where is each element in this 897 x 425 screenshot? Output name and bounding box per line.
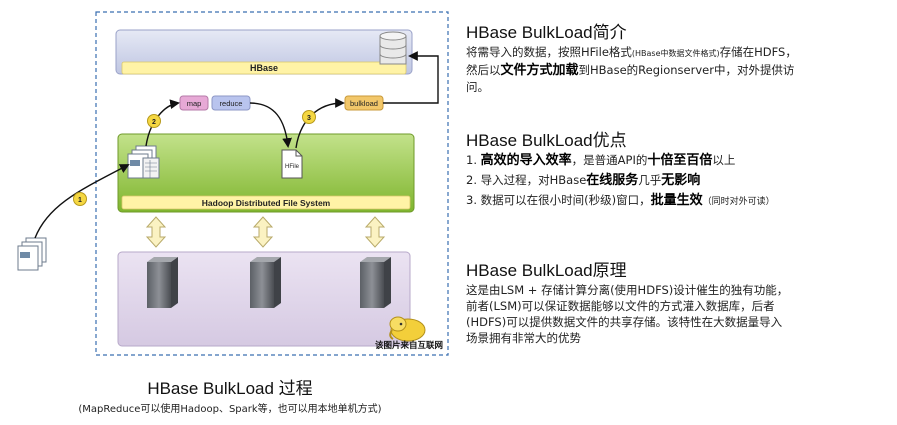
hbase-box: HBase [115, 29, 413, 75]
svg-text:bulkload: bulkload [350, 99, 378, 108]
reduce-pill: reduce [211, 95, 251, 111]
step-badge-3: 3 [302, 110, 316, 124]
step-badge-1: 1 [73, 192, 87, 206]
double-arrow-icon [252, 216, 274, 248]
svg-text:3: 3 [307, 115, 311, 122]
hadoop-elephant-icon [389, 316, 426, 342]
watermark-text: 该图片来自互联网 [375, 340, 443, 351]
hdfs-files-icon [127, 145, 160, 179]
intro-title: HBase BulkLoad简介 [466, 23, 627, 42]
hdfs-box: Hadoop Distributed File System [117, 133, 415, 213]
step1-arrow [34, 164, 130, 239]
double-arrow-icon [145, 216, 167, 248]
hbase-label: HBase [250, 63, 278, 73]
double-arrow-icon [364, 216, 386, 248]
mapreduce-to-hfile-arrow [249, 102, 292, 148]
server-icon [250, 257, 281, 308]
step2-arrow [145, 99, 180, 147]
server-icon [360, 257, 391, 308]
svg-text:reduce: reduce [220, 99, 243, 108]
server-icon [147, 257, 178, 308]
bulkload-pill: bulkload [344, 95, 384, 111]
caption-title: HBase BulkLoad 过程 [147, 379, 313, 398]
step-badge-2: 2 [147, 114, 161, 128]
bulkload-to-hbase-arrow [383, 51, 439, 104]
diagram-frame [95, 11, 449, 356]
advantage-item-1: 1. 高效的导入效率，是普通API的十倍至百倍以上 [466, 153, 736, 168]
bulkload-diagram: HBase Hadoop Distributed File System [17, 11, 449, 356]
principle-paragraph: 这是由LSM + 存储计算分离(使用HDFS)设计催生的独有功能， 前者(LSM… [466, 283, 789, 345]
advantages-title: HBase BulkLoad优点 [466, 131, 627, 150]
advantage-item-2: 2. 导入过程，对HBase在线服务几乎无影响 [466, 173, 701, 188]
svg-text:map: map [187, 99, 202, 108]
hfile-icon: HFile [281, 149, 303, 179]
hdfs-label: Hadoop Distributed File System [202, 198, 331, 208]
principle-title: HBase BulkLoad原理 [466, 261, 627, 280]
intro-paragraph: 将需导入的数据，按照HFile格式(HBase中数据文件格式)存储在HDFS， … [466, 45, 797, 94]
caption-subtitle: (MapReduce可以使用Hadoop、Spark等，也可以用本地单机方式) [78, 404, 382, 415]
database-icon [379, 31, 407, 65]
hfile-label: HFile [285, 164, 300, 170]
svg-text:2: 2 [152, 119, 156, 126]
svg-text:1: 1 [78, 197, 82, 204]
advantage-item-3: 3. 数据可以在很小时间(秒级)窗口，批量生效（同时对外可读） [466, 193, 775, 208]
source-files-icon [17, 237, 47, 271]
map-pill: map [179, 95, 209, 111]
